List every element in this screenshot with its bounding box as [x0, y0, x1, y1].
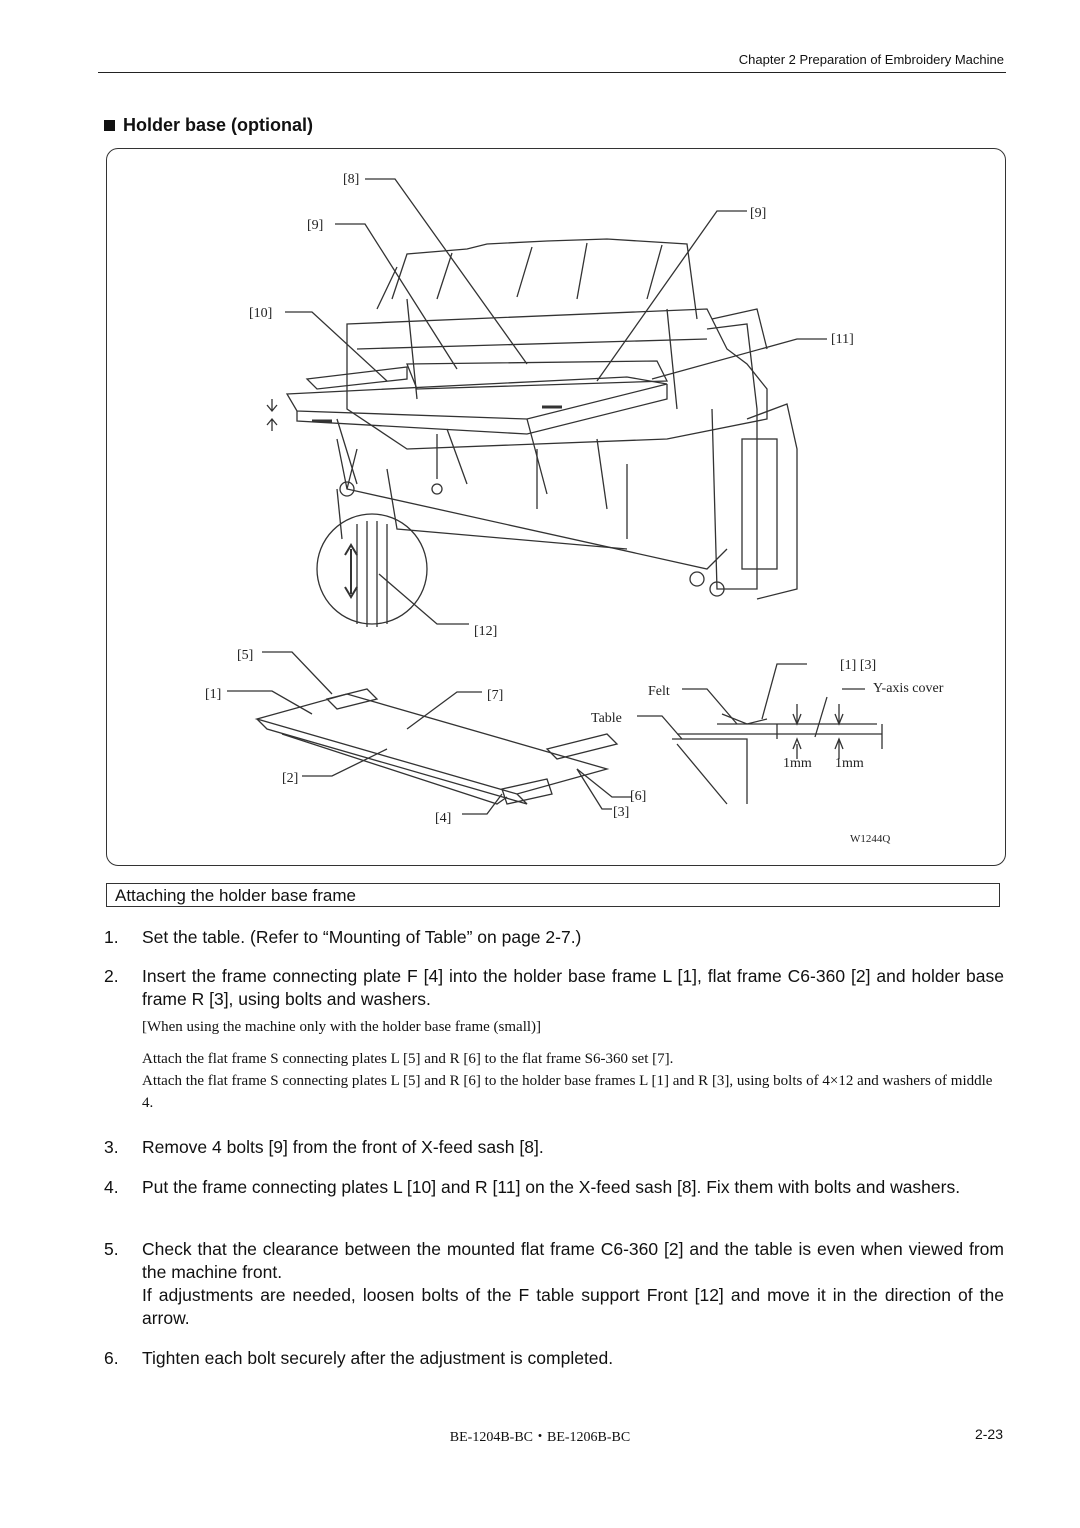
figure-code: W1244Q	[850, 833, 890, 845]
step-2: 2. Insert the frame connecting plate F […	[104, 966, 1004, 1009]
note-line-1: Attach the flat frame S connecting plate…	[142, 1051, 674, 1067]
page-number: 2-23	[974, 1426, 1003, 1442]
chapter-header: Chapter 2 Preparation of Embroidery Mach…	[738, 52, 1004, 67]
label-9-left: [9]	[307, 218, 323, 233]
label-table: Table	[591, 711, 622, 726]
label-6: [6]	[630, 789, 646, 804]
step-1: 1. Set the table. (Refer to “Mounting of…	[104, 927, 582, 947]
label-1-3: [1] [3]	[840, 658, 876, 673]
figure-caption: Attaching the holder base frame	[106, 883, 1000, 907]
label-9-right: [9]	[750, 206, 766, 221]
step-4: 4. Put the frame connecting plates L [10…	[104, 1177, 961, 1197]
label-y-axis-cover: Y-axis cover	[873, 681, 944, 696]
label-5: [5]	[237, 648, 253, 663]
label-7: [7]	[487, 688, 503, 703]
step-5-continued: If adjustments are needed, loosen bolts …	[142, 1285, 1004, 1328]
label-10: [10]	[249, 306, 272, 321]
label-1: [1]	[205, 687, 221, 702]
machine-drawing: [8] [9] [9] [10] [11] [12] [5] [1] [7] […	[205, 172, 944, 845]
label-12: [12]	[474, 624, 497, 639]
note-heading: [When using the machine only with the ho…	[142, 1019, 542, 1035]
step-6: 6. Tighten each bolt securely after the …	[104, 1348, 614, 1368]
step-5: 5. Check that the clearance between the …	[104, 1239, 1004, 1282]
footer-model: BE-1204B-BC・BE-1206B-BC	[449, 1430, 631, 1445]
header-rule	[98, 72, 1006, 73]
label-3: [3]	[613, 805, 629, 820]
label-11: [11]	[831, 332, 854, 347]
note-line-2: Attach the flat frame S connecting plate…	[142, 1073, 993, 1111]
label-2: [2]	[282, 771, 298, 786]
label-1mm-right: 1mm	[835, 756, 864, 771]
label-8: [8]	[343, 172, 359, 187]
section-title: Holder base (optional)	[104, 115, 313, 136]
section-title-text: Holder base (optional)	[123, 115, 314, 135]
step-3: 3. Remove 4 bolts [9] from the front of …	[104, 1137, 544, 1157]
figure-illustration: [8] [9] [9] [10] [11] [12] [5] [1] [7] […	[106, 148, 1006, 866]
label-felt: Felt	[648, 684, 670, 699]
label-4: [4]	[435, 811, 451, 826]
square-bullet-icon	[104, 120, 115, 131]
label-1mm-left: 1mm	[783, 756, 812, 771]
